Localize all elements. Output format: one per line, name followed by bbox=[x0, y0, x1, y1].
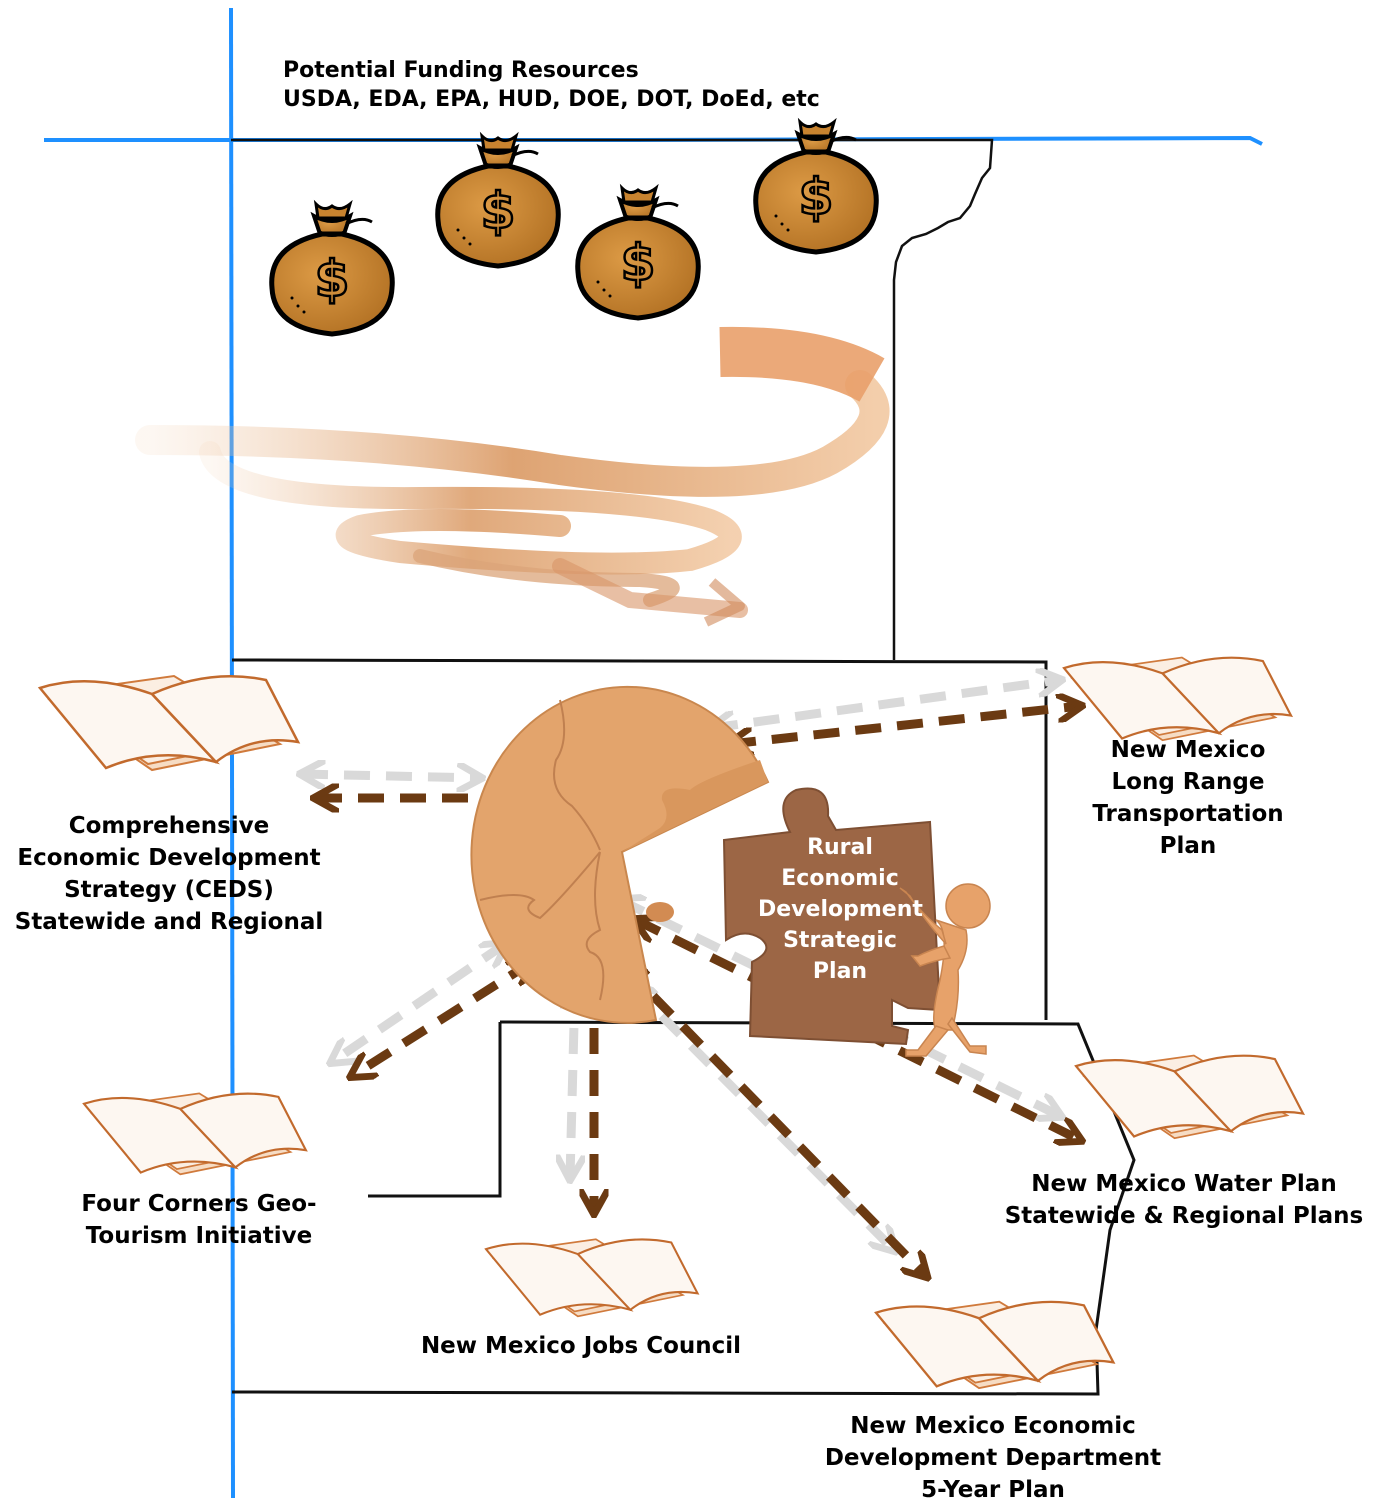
water-plan-line: New Mexico Water Plan bbox=[1031, 1171, 1337, 1197]
rural-plan-line: Economic bbox=[781, 866, 899, 891]
funding-agencies: USDA, EDA, EPA, HUD, DOE, DOT, DoEd, etc bbox=[283, 87, 820, 112]
connector-arrows-dark bbox=[316, 706, 1080, 1276]
funding-resources-header: Potential Funding Resources USDA, EDA, E… bbox=[283, 56, 820, 114]
four-corners-line: Four Corners Geo- bbox=[81, 1191, 317, 1217]
spiral-arrow-icon bbox=[135, 326, 890, 627]
open-book-icon bbox=[1074, 1054, 1305, 1140]
edd-plan-label: New Mexico Economic Development Departme… bbox=[806, 1410, 1180, 1506]
ceds-line: Statewide and Regional bbox=[14, 909, 324, 935]
open-book-icon bbox=[1062, 656, 1293, 742]
transportation-line: Plan bbox=[1159, 833, 1217, 859]
rural-plan-line: Development bbox=[758, 897, 923, 922]
ceds-line: Economic Development bbox=[17, 845, 321, 871]
transportation-line: Long Range bbox=[1111, 769, 1265, 795]
edd-plan-line: New Mexico Economic bbox=[850, 1413, 1136, 1439]
jobs-council-line: New Mexico Jobs Council bbox=[420, 1333, 742, 1359]
water-plan-label: New Mexico Water Plan Statewide & Region… bbox=[998, 1168, 1370, 1232]
transportation-line: New Mexico bbox=[1110, 737, 1266, 763]
money-bag-icon bbox=[438, 136, 559, 266]
water-plan-line: Statewide & Regional Plans bbox=[1004, 1203, 1364, 1229]
open-book-icon bbox=[38, 674, 300, 772]
person-icon bbox=[899, 883, 991, 1057]
open-book-icon bbox=[484, 1238, 699, 1318]
open-book-icon bbox=[82, 1092, 307, 1176]
ceds-line: Strategy (CEDS) bbox=[64, 877, 274, 903]
puzzle-piece-icon bbox=[722, 787, 942, 1046]
rural-plan-line: Rural bbox=[807, 835, 873, 860]
rural-plan-line: Plan bbox=[812, 959, 868, 984]
jobs-council-label: New Mexico Jobs Council bbox=[396, 1330, 766, 1362]
transportation-line: Transportation bbox=[1092, 801, 1284, 827]
four-corners-label: Four Corners Geo- Tourism Initiative bbox=[54, 1188, 344, 1252]
ceds-label: Comprehensive Economic Development Strat… bbox=[4, 810, 334, 938]
ceds-line: Comprehensive bbox=[68, 813, 270, 839]
funding-title: Potential Funding Resources bbox=[283, 58, 639, 83]
transportation-plan-label: New Mexico Long Range Transportation Pla… bbox=[1058, 734, 1318, 862]
puzzle-icon bbox=[470, 685, 770, 1024]
money-bag-icon bbox=[272, 204, 393, 334]
rural-plan-label: Rural Economic Development Strategic Pla… bbox=[758, 832, 923, 987]
money-bag-icon bbox=[578, 188, 699, 318]
edd-plan-line: 5-Year Plan bbox=[921, 1477, 1065, 1503]
open-book-icon bbox=[874, 1300, 1115, 1390]
four-corners-line: Tourism Initiative bbox=[85, 1223, 313, 1249]
rural-plan-line: Strategic bbox=[783, 928, 897, 953]
edd-plan-line: Development Department bbox=[824, 1445, 1162, 1471]
